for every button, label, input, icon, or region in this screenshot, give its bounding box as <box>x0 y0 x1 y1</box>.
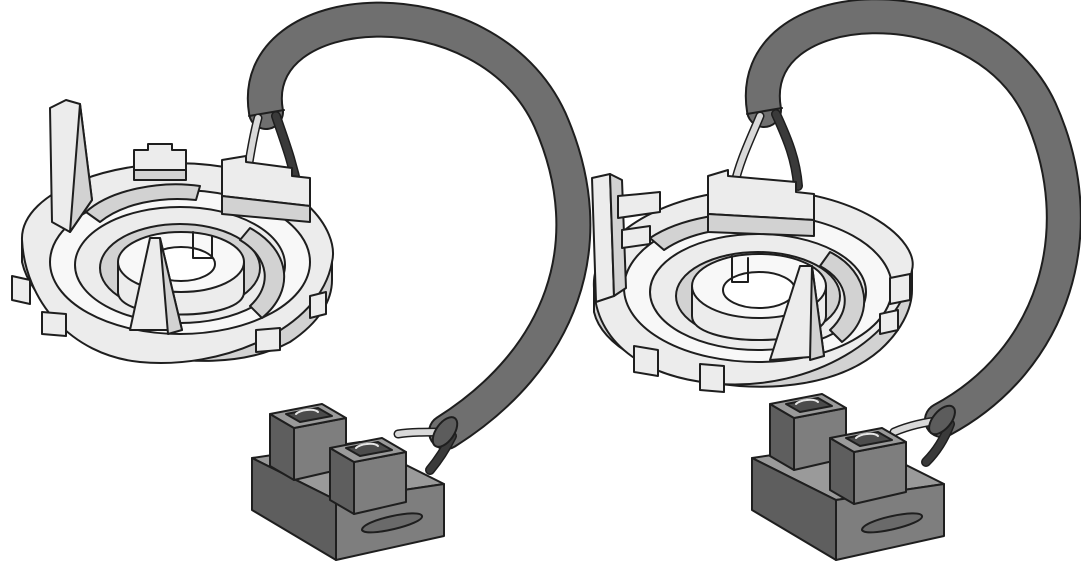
adapter-assembly-right <box>591 0 1081 561</box>
cable-right <box>744 0 1081 438</box>
bulb-socket-right <box>591 169 914 393</box>
connector-wires-right <box>889 404 956 467</box>
connector-plug-left <box>251 403 445 561</box>
bulb-socket-left <box>11 99 334 364</box>
connector-wires-left <box>393 416 459 475</box>
adapter-assembly-left <box>11 1 592 561</box>
connector-plug-right <box>751 393 945 561</box>
